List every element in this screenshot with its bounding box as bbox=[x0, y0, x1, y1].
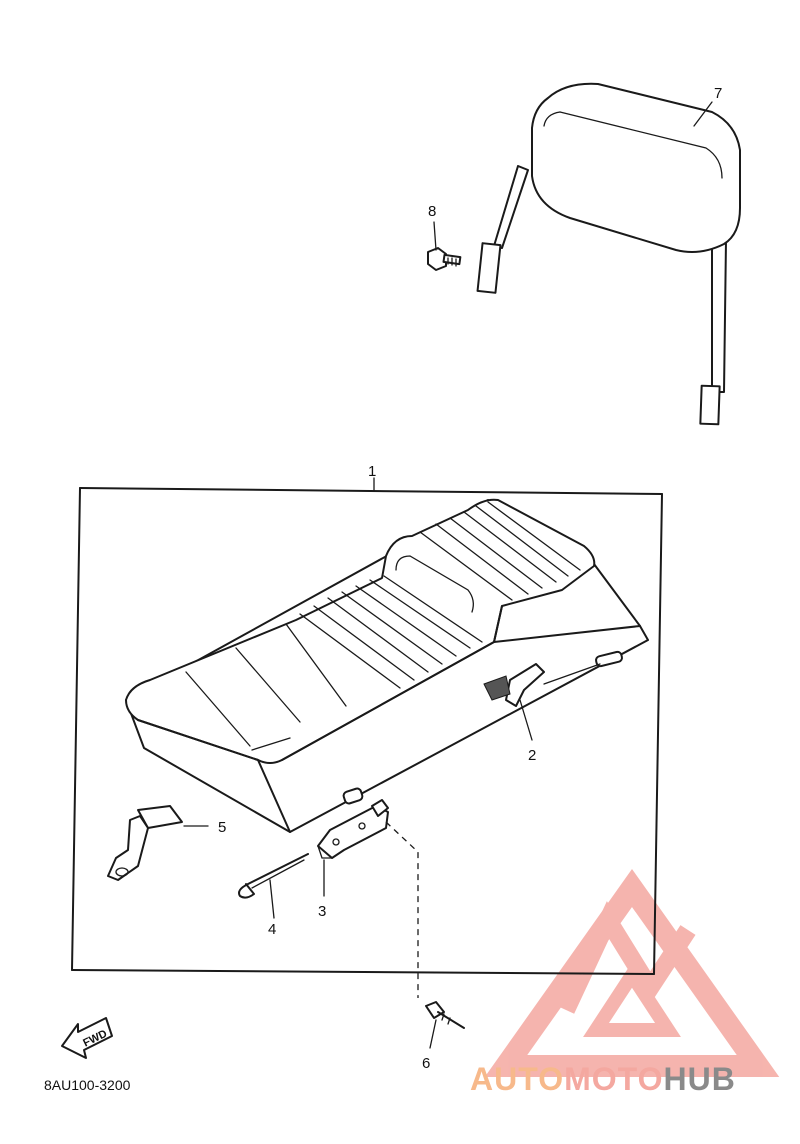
callout-5: 5 bbox=[218, 819, 226, 836]
callout-1: 1 bbox=[368, 463, 376, 480]
callout-6: 6 bbox=[422, 1055, 430, 1072]
callout-8: 8 bbox=[428, 203, 436, 220]
rod-part-4 bbox=[238, 853, 309, 899]
watermark-part-2: MOTO bbox=[564, 1061, 663, 1097]
diagram-code: 8AU100-3200 bbox=[44, 1077, 131, 1093]
callout-4: 4 bbox=[268, 921, 276, 938]
callout-7: 7 bbox=[714, 85, 722, 102]
watermark-text: AUTOMOTOHUB bbox=[470, 1061, 736, 1097]
hook-part-2 bbox=[483, 663, 545, 707]
watermark-part-1: AUTO bbox=[470, 1061, 564, 1097]
callout-2: 2 bbox=[528, 747, 536, 764]
callout-3: 3 bbox=[318, 903, 326, 920]
leader-lines bbox=[183, 101, 713, 1049]
backrest-part-7 bbox=[476, 82, 741, 426]
watermark-part-3: HUB bbox=[663, 1061, 735, 1097]
bolt-part-6 bbox=[385, 821, 465, 1029]
watermark-logo bbox=[484, 868, 780, 1077]
bracket-part-5 bbox=[107, 805, 183, 881]
lock-bracket-part-3 bbox=[317, 799, 389, 859]
bolt-part-8 bbox=[427, 247, 462, 271]
seat-part-1 bbox=[125, 498, 649, 833]
svg-text:AUTOMOTOHUB: AUTOMOTOHUB bbox=[470, 1061, 736, 1097]
seat-kit-frame bbox=[71, 477, 663, 975]
fwd-arrow-icon: FWD bbox=[61, 1017, 113, 1059]
